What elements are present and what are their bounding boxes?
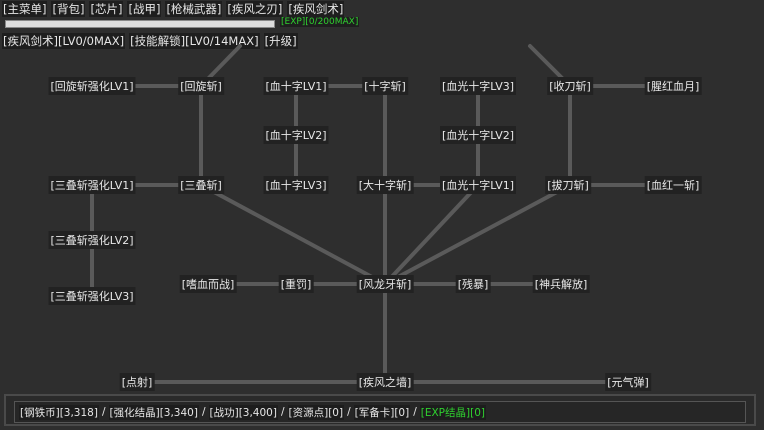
node-xueguang-lv3[interactable]: [血光十字LV3] xyxy=(439,77,517,95)
node-xueshizi-lv2[interactable]: [血十字LV2] xyxy=(263,126,329,144)
node-yuanqi[interactable]: [元气弹] xyxy=(605,373,651,391)
resource-list: [钢铁币][3,318]/ [强化结晶][3,340]/ [战功][3,400]… xyxy=(14,401,746,423)
resource-panel: [钢铁币][3,318]/ [强化结晶][3,340]/ [战功][3,400]… xyxy=(4,394,756,426)
menu-weapons[interactable]: [枪械武器] xyxy=(165,1,223,17)
node-dashizi[interactable]: [大十字斩] xyxy=(356,176,414,194)
node-xueshizi-lv1[interactable]: [血十字LV1] xyxy=(263,77,329,95)
node-sandie-lv2[interactable]: [三叠斩强化LV2] xyxy=(48,231,136,249)
resource-steel: [钢铁币][3,318] xyxy=(19,404,99,420)
resource-points: [资源点][0] xyxy=(287,404,345,420)
node-xueguang-lv1[interactable]: [血光十字LV1] xyxy=(439,176,517,194)
node-jifeng-wall[interactable]: [疾风之墙] xyxy=(356,373,414,391)
node-xueshizi-lv3[interactable]: [血十字LV3] xyxy=(263,176,329,194)
top-menu: [主菜单] [背包] [芯片] [战甲] [枪械武器] [疾风之刃] [疾风剑术… xyxy=(2,1,345,17)
resource-crystal: [强化结晶][3,340] xyxy=(108,404,199,420)
node-xuehong[interactable]: [血红一斩] xyxy=(644,176,702,194)
node-badao[interactable]: [拔刀斩] xyxy=(545,176,591,194)
node-shenbing[interactable]: [神兵解放] xyxy=(532,275,590,293)
exp-label: [EXP][0/200MAX] xyxy=(280,17,360,27)
separator: / xyxy=(280,406,285,418)
separator: / xyxy=(101,406,106,418)
node-xueguang-lv2[interactable]: [血光十字LV2] xyxy=(439,126,517,144)
node-sandie-lv1[interactable]: [三叠斩强化LV1] xyxy=(48,176,136,194)
node-sandie[interactable]: [三叠斩] xyxy=(178,176,224,194)
skill-header: [疾风剑术][LV0/0MAX] [技能解锁][LV0/14MAX] [升级] xyxy=(2,33,298,49)
exp-bar xyxy=(5,20,275,28)
separator: / xyxy=(413,406,417,418)
node-zhongfa[interactable]: [重罚] xyxy=(278,275,314,293)
node-xinghong[interactable]: [腥红血月] xyxy=(644,77,702,95)
node-shixue[interactable]: [嗜血而战] xyxy=(179,275,237,293)
skill-level: [疾风剑术][LV0/0MAX] xyxy=(2,33,126,49)
node-huixuan[interactable]: [回旋斩] xyxy=(178,77,224,95)
menu-main[interactable]: [主菜单] xyxy=(2,1,48,17)
resource-exp-crystal: [EXP结晶][0] xyxy=(419,404,486,420)
node-shoudao[interactable]: [收刀斩] xyxy=(547,77,593,95)
menu-armor[interactable]: [战甲] xyxy=(127,1,162,17)
node-sandie-lv3[interactable]: [三叠斩强化LV3] xyxy=(48,287,136,305)
skill-unlock: [技能解锁][LV0/14MAX] xyxy=(129,33,260,49)
separator: / xyxy=(201,406,206,418)
menu-chip[interactable]: [芯片] xyxy=(89,1,124,17)
resource-merit: [战功][3,400] xyxy=(208,404,278,420)
node-huixuan-lv1[interactable]: [回旋斩强化LV1] xyxy=(48,77,136,95)
resource-card: [军备卡][0] xyxy=(353,404,411,420)
upgrade-button[interactable]: [升级] xyxy=(263,33,298,49)
node-fenglong[interactable]: [风龙牙斩] xyxy=(356,275,414,293)
menu-sword-skill[interactable]: [疾风剑术] xyxy=(287,1,345,17)
node-canbao[interactable]: [残暴] xyxy=(455,275,491,293)
menu-bag[interactable]: [背包] xyxy=(51,1,86,17)
node-shizi[interactable]: [十字斩] xyxy=(362,77,408,95)
menu-blade[interactable]: [疾风之刃] xyxy=(226,1,284,17)
separator: / xyxy=(347,406,351,418)
node-dianshe[interactable]: [点射] xyxy=(119,373,155,391)
